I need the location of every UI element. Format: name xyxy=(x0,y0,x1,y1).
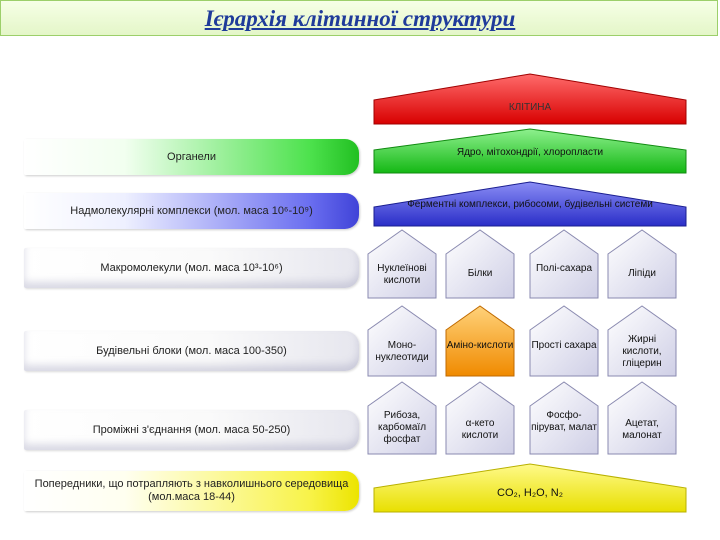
complexes-label: Ферментні комплекси, рибосоми, будівельн… xyxy=(407,199,653,210)
block-label-simple-sugars: Прості сахара xyxy=(531,340,597,351)
precursors-band xyxy=(373,463,687,513)
inter-label-keto-acids: α-кето кислоти xyxy=(461,418,499,441)
macro-label-lipids: Ліпіди xyxy=(628,268,656,279)
cell-label: КЛІТИНА xyxy=(508,102,552,113)
level-organelles: Органели xyxy=(24,139,359,175)
organelles-band xyxy=(373,128,687,174)
complexes-band xyxy=(373,181,687,227)
inter-label-ribose: Рибоза, карбомаїл фосфат xyxy=(377,410,427,445)
level-supramolecular: Надмолекулярні комплекси (мол. маса 10⁶-… xyxy=(24,193,359,229)
block-label-mononucleotides: Моно-нуклеотиди xyxy=(375,340,429,363)
level-precursors: Попередники, що потрапляють з навколишнь… xyxy=(24,471,359,511)
house-fatty-acids xyxy=(607,305,677,377)
macro-label-nucleic: Нуклеїнові кислоти xyxy=(377,263,427,286)
precursors-label: CO₂, H₂O, N₂ xyxy=(497,487,563,499)
house-simple-sugars xyxy=(529,305,599,377)
house-polysaccharides xyxy=(529,229,599,299)
house-lipids xyxy=(607,229,677,299)
building-block-houses xyxy=(367,305,677,377)
block-label-fatty-acids: Жирні кислоти, гліцерин xyxy=(622,334,662,369)
level-macromolecules: Макромолекули (мол. маса 10³-10⁶) xyxy=(24,248,359,288)
macromolecule-houses xyxy=(367,229,677,299)
cell-band xyxy=(373,73,687,125)
house-acetate xyxy=(607,381,677,455)
house-mononucleotides xyxy=(367,305,437,377)
house-phosphopyruvate xyxy=(529,381,599,455)
inter-label-phosphopyruvate: Фосфо-піруват, малат xyxy=(531,410,597,433)
level-building-blocks: Будівельні блоки (мол. маса 100-350) xyxy=(24,331,359,371)
intermediate-houses xyxy=(367,381,677,455)
house-ribose xyxy=(367,381,437,455)
organelles-label: Ядро, мітохондрії, хлоропласти xyxy=(456,147,604,158)
house-amino-acids xyxy=(445,305,515,377)
house-keto-acids xyxy=(445,381,515,455)
title-bar xyxy=(0,0,718,36)
house-proteins xyxy=(445,229,515,299)
page-title: Ієрархія клітинної структури xyxy=(204,6,516,31)
inter-label-acetate: Ацетат, малонат xyxy=(622,418,662,441)
level-intermediates: Проміжні з'єднання (мол. маса 50-250) xyxy=(24,410,359,450)
block-label-amino-acids: Аміно-кислоти xyxy=(446,340,514,351)
macro-label-polysaccharides: Полі-сахара xyxy=(535,263,593,274)
house-nucleic-acids xyxy=(367,229,437,299)
macro-label-proteins: Білки xyxy=(467,268,493,279)
